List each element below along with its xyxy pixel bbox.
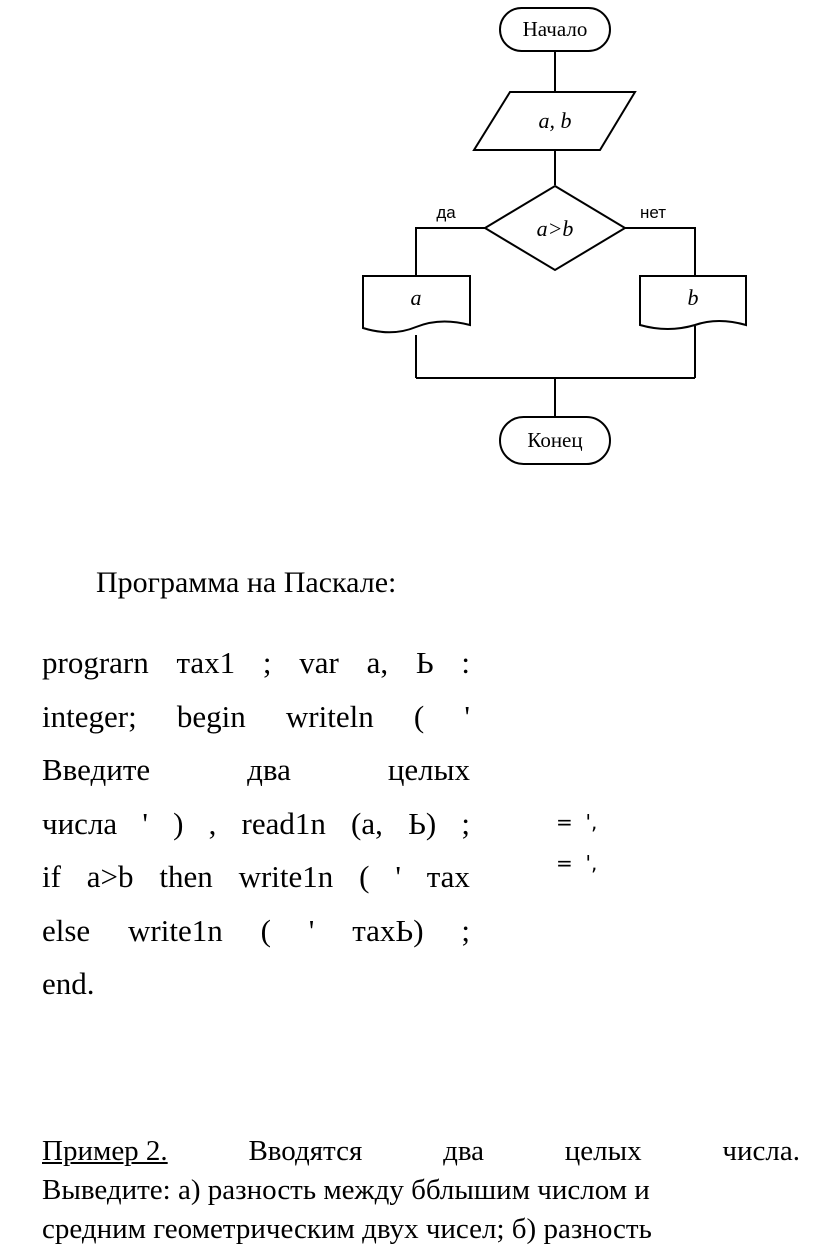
code-token: a>b [86, 859, 134, 894]
code-token: writeln [285, 698, 374, 734]
code-token: var [299, 645, 339, 680]
code-token: begin [176, 698, 246, 734]
no-label: нет [640, 203, 666, 222]
output-a-shape [362, 275, 471, 334]
input-parallelogram [472, 91, 637, 151]
output-b-label: b [688, 285, 699, 310]
code-token: ; [262, 645, 272, 680]
code-token: ; [461, 805, 470, 841]
start-label: Начало [523, 17, 588, 41]
code-line: else write1n ( ' тахЬ); [42, 904, 470, 958]
example-word: целых [564, 1135, 642, 1167]
code-token: ( [413, 698, 425, 734]
code-token: тах [426, 859, 470, 894]
yes-label: да [436, 203, 456, 222]
code-token: prograrn [42, 645, 149, 680]
example-title: Пример 2. [42, 1135, 168, 1167]
code-token: тахЬ) [352, 912, 424, 948]
end-label: Конец [527, 428, 582, 452]
example-paragraph: Пример 2. Вводятся два целых числа. Выведит… [42, 1132, 800, 1249]
code-token: then [159, 859, 213, 894]
code-line: Введите два целых [42, 743, 470, 797]
code-token: else [42, 912, 91, 948]
code-token: : [461, 645, 470, 680]
code-line: if a>b then write1n ( ' тах [42, 850, 470, 904]
example-word: числа. [722, 1135, 800, 1167]
code-token: два [247, 752, 291, 787]
code-token: end. [42, 966, 95, 1001]
code-token: write1n [128, 912, 223, 948]
code-token: if [42, 859, 61, 894]
code-token: Ь) [408, 805, 437, 841]
side-note-2: = ', [556, 851, 598, 875]
code-line: end. [42, 957, 470, 1011]
example-line-3-text: средним геометрическим двух чисел; б) ра… [42, 1213, 652, 1245]
example-word: Вводятся [248, 1135, 363, 1167]
code-token: (а, [351, 805, 383, 841]
code-token: а, [366, 645, 389, 680]
code-token: , [208, 805, 217, 841]
start-terminal [499, 7, 611, 52]
example-line-3: средним геометрическим двух чисел; б) ра… [42, 1210, 800, 1249]
code-line: integer; begin writeln ( ' [42, 690, 470, 744]
example-line-2-text: Выведите: а) разность между бблышим числ… [42, 1174, 650, 1206]
example-word: два [443, 1135, 484, 1167]
code-token: integer; [42, 698, 137, 734]
example-line-2: Выведите: а) разность между бблышим числ… [42, 1171, 800, 1210]
code-token: ; [461, 912, 470, 948]
code-line: числа '), read1n (а, Ь); [42, 797, 470, 851]
condition-diamond [483, 184, 627, 272]
code-token: числа [42, 805, 118, 841]
condition-label: a>b [537, 216, 574, 241]
code-token: тах1 [176, 645, 236, 680]
code-line: prograrn тах1; var а, Ь: [42, 636, 470, 690]
input-label: a, b [539, 108, 572, 133]
code-token: Ь [415, 645, 434, 680]
output-a-label: a [411, 285, 422, 310]
end-terminal [499, 416, 611, 465]
side-note-1: = ', [556, 810, 598, 834]
code-token: ' [395, 859, 401, 894]
flowchart: Начало a, b a>b да нет a b Конец [362, 7, 747, 465]
code-token: read1n [241, 805, 326, 841]
code-token: ( [260, 912, 271, 948]
output-b-shape [639, 275, 747, 330]
code-token: ' [308, 912, 315, 948]
connector-no-branch [625, 227, 696, 276]
code-token: Введите [42, 752, 151, 787]
code-token: ' [142, 805, 148, 841]
code-token: ' [464, 698, 470, 734]
code-token: ) [173, 805, 184, 841]
program-heading: Программа на Паскале: [96, 566, 397, 599]
code-token: ( [359, 859, 370, 894]
pascal-code-block: prograrn тах1; var а, Ь: integer; begin writeln… [42, 636, 470, 1011]
code-token: целых [387, 752, 470, 787]
example-line-1: Пример 2. Вводятся два целых числа. [42, 1132, 800, 1171]
connector-yes-branch [415, 227, 485, 276]
code-token: write1n [238, 859, 334, 894]
